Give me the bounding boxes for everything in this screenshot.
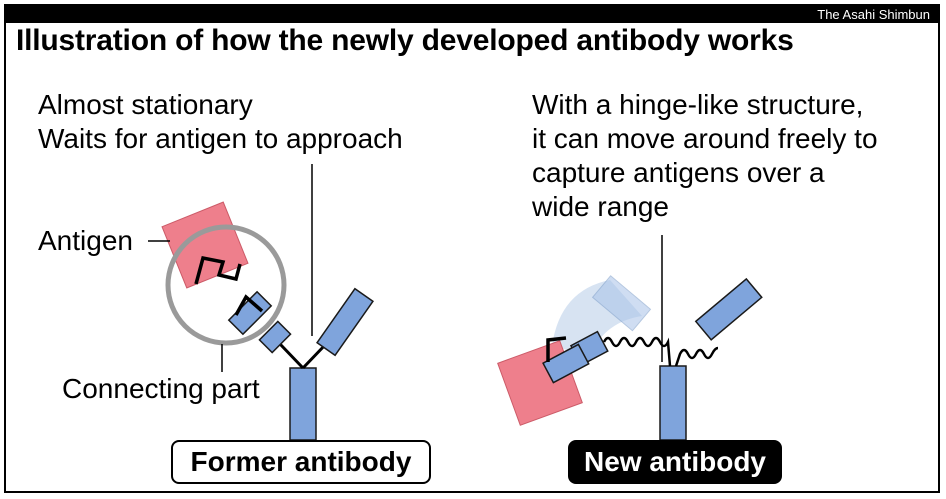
- new-caption-line1: With a hinge-like structure,: [532, 89, 864, 120]
- former-antibody-graphic: [148, 164, 374, 441]
- left-hinge-spring: [602, 336, 672, 367]
- new-left-arm-inner: [542, 343, 590, 384]
- ghost-arm: [591, 275, 652, 332]
- new-caption-line4: wide range: [532, 191, 669, 222]
- top-bar: The Asahi Shimbun: [6, 6, 938, 23]
- credit-text: The Asahi Shimbun: [817, 7, 930, 22]
- new-binding-tip: [546, 336, 567, 362]
- new-caption-line2: it can move around freely to: [532, 123, 878, 154]
- former-hinge-right: [301, 342, 328, 370]
- new-antibody-graphic: [497, 235, 763, 441]
- former-right-arm: [316, 287, 374, 357]
- new-right-arm: [694, 277, 763, 341]
- new-caption-line3: capture antigens over a: [532, 157, 825, 188]
- right-hinge-spring: [674, 346, 719, 367]
- antigen-notch: [194, 255, 242, 285]
- former-binding-tip: [234, 294, 264, 316]
- highlight-circle: [165, 224, 287, 346]
- former-hinge-left: [278, 342, 305, 370]
- figure-frame: The Asahi Shimbun: [4, 4, 940, 493]
- former-caption-line2: Waits for antigen to approach: [38, 123, 403, 154]
- page-title: Illustration of how the newly developed …: [16, 24, 794, 57]
- new-antibody-label: New antibody: [568, 440, 782, 484]
- former-antigen: [161, 201, 249, 289]
- former-caption-line1: Almost stationary: [38, 89, 253, 120]
- connecting-part-label: Connecting part: [62, 373, 260, 404]
- former-left-arm-lower: [258, 320, 292, 354]
- former-antibody-label: Former antibody: [171, 440, 431, 484]
- antigen-label: Antigen: [38, 225, 133, 256]
- former-stem: [289, 367, 317, 441]
- new-stem: [659, 365, 687, 441]
